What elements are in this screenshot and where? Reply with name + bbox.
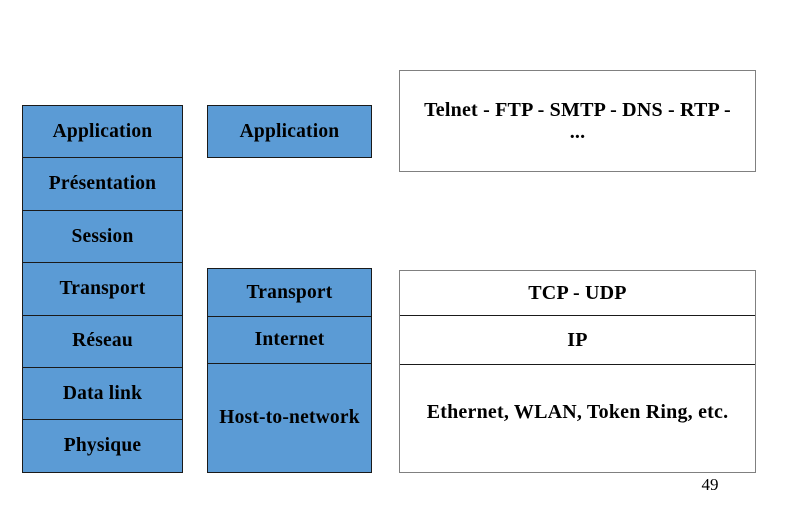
page-number: 49 (701, 475, 719, 494)
tcpip-layer-label: Internet (254, 329, 325, 351)
tcpip-layer-label: Application (239, 120, 340, 142)
tcpip-lower-stack: Transport Internet Host-to-network (207, 268, 372, 473)
osi-layer-presentation: Présentation (22, 157, 183, 212)
tcpip-layer-host-to-network: Host-to-network (207, 363, 372, 473)
osi-layer-label: Session (71, 225, 134, 247)
osi-layer-label: Data link (62, 382, 143, 404)
osi-layer-physical: Physique (22, 419, 183, 474)
osi-layer-datalink: Data link (22, 366, 183, 421)
osi-layer-application: Application (22, 105, 183, 159)
osi-layer-network: Réseau (22, 314, 183, 369)
osi-layer-label: Physique (63, 435, 142, 457)
osi-layer-stack: Application Présentation Session Transpo… (22, 105, 183, 474)
osi-layer-transport: Transport (22, 262, 183, 316)
osi-layer-session: Session (22, 209, 183, 264)
protocols-internet-box: IP (400, 316, 755, 365)
protocols-application-label: Telnet - FTP - SMTP - DNS - RTP - ... (424, 98, 731, 143)
protocols-internet-label: IP (567, 328, 588, 351)
protocols-application-box: Telnet - FTP - SMTP - DNS - RTP - ... (399, 70, 756, 172)
osi-layer-label: Présentation (48, 173, 157, 195)
osi-layer-label: Réseau (72, 330, 133, 352)
protocols-host-to-network-box: Ethernet, WLAN, Token Ring, etc. (400, 365, 755, 472)
protocols-lower-box: TCP - UDP IP Ethernet, WLAN, Token Ring,… (399, 270, 756, 473)
protocols-transport-box: TCP - UDP (400, 271, 755, 316)
tcpip-layer-transport: Transport (207, 268, 372, 317)
protocols-transport-label: TCP - UDP (528, 281, 627, 304)
tcpip-layer-label: Host-to-network (219, 407, 360, 429)
osi-layer-label: Application (52, 120, 153, 142)
tcpip-layer-internet: Internet (207, 315, 372, 365)
tcpip-layer-label: Transport (246, 281, 333, 303)
osi-layer-label: Transport (59, 278, 146, 300)
protocols-host-to-network-label: Ethernet, WLAN, Token Ring, etc. (426, 401, 729, 424)
tcpip-layer-application: Application (207, 105, 372, 158)
